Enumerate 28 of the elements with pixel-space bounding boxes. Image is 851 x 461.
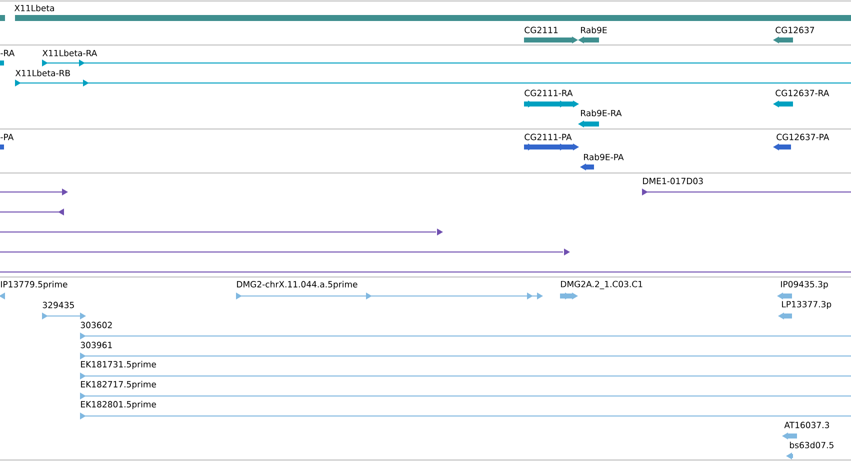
feature-label: 303602 xyxy=(80,322,112,328)
feature-label: Rab9E-PA xyxy=(584,154,624,160)
feature-label: Rab9E-RA xyxy=(581,110,622,116)
feature-label: AT16037.3 xyxy=(784,422,830,428)
feature-label: IP13779.5prime xyxy=(1,280,68,290)
feature-label: EK181731.5prime xyxy=(81,360,156,370)
feature-label: CG12637-PA xyxy=(776,134,830,140)
feature-label: -PA xyxy=(0,134,14,140)
feature-label: CG2111 xyxy=(524,26,558,34)
feature-label: DMG2-chrX.11.044.a.5prime xyxy=(237,280,358,290)
feature-label: IP09435.3p xyxy=(781,280,828,290)
feature-label: X11Lbeta-RB xyxy=(15,70,70,76)
feature-label: bs63d07.5 xyxy=(790,442,834,448)
feature-label: EK182717.5prime xyxy=(81,380,156,390)
feature-label: EK182801.5prime xyxy=(81,400,156,410)
feature-label: CG12637 xyxy=(776,26,814,34)
feature-label: 329435 xyxy=(42,302,74,308)
feature-label: -RA xyxy=(0,50,15,56)
feature-label: DME1-017D03 xyxy=(643,178,703,184)
feature-label: LP13377.3p xyxy=(782,300,832,310)
feature-label: X11Lbeta xyxy=(14,4,54,12)
feature-label: DMG2A.2_1.C03.C1 xyxy=(561,280,642,290)
feature-label: Rab9E xyxy=(581,26,607,34)
feature-label: CG2111-PA xyxy=(524,134,572,140)
feature-label: CG12637-RA xyxy=(776,90,830,96)
feature-label: 303961 xyxy=(80,342,112,348)
feature-label: X11Lbeta-RA xyxy=(42,50,98,56)
feature-label: CG2111-RA xyxy=(524,90,573,96)
